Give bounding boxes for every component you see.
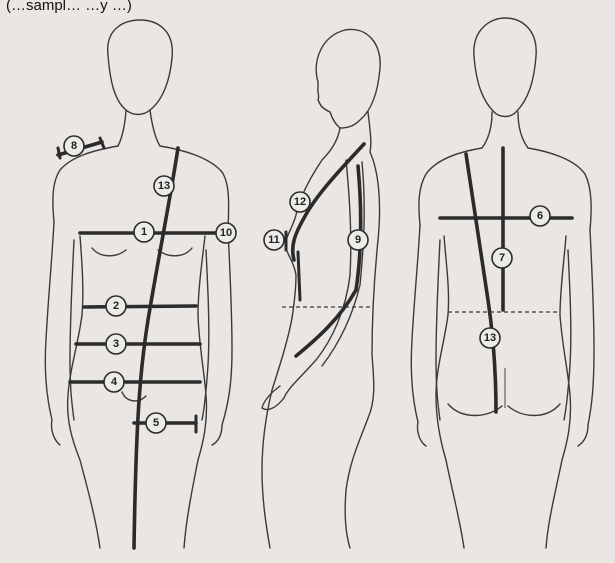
- waist-line-2: [84, 306, 196, 307]
- marker-4: 4: [104, 372, 124, 392]
- marker-11: 11: [264, 230, 284, 250]
- svg-text:9: 9: [355, 234, 361, 246]
- marker-6: 6: [530, 206, 550, 226]
- marker-3: 3: [106, 334, 126, 354]
- svg-text:2: 2: [113, 300, 119, 312]
- marker-5: 5: [146, 413, 166, 433]
- svg-text:8: 8: [71, 140, 77, 152]
- svg-text:13: 13: [158, 180, 170, 192]
- marker-9: 9: [348, 230, 368, 250]
- marker-8: 8: [64, 136, 84, 156]
- svg-text:7: 7: [499, 252, 505, 264]
- svg-text:3: 3: [113, 338, 119, 350]
- svg-text:6: 6: [537, 210, 543, 222]
- marker-13-front: 13: [154, 176, 174, 196]
- header-fragment: (…sampl… …y …): [6, 0, 132, 14]
- svg-text:11: 11: [268, 234, 280, 246]
- svg-text:13: 13: [484, 332, 496, 344]
- svg-text:12: 12: [294, 196, 306, 208]
- marker-12: 12: [290, 192, 310, 212]
- marker-10: 10: [216, 223, 236, 243]
- marker-1: 1: [134, 222, 154, 242]
- marker-7: 7: [492, 248, 512, 268]
- svg-text:5: 5: [153, 417, 159, 429]
- svg-text:10: 10: [220, 227, 232, 239]
- marker-2: 2: [106, 296, 126, 316]
- marker-13-back: 13: [480, 328, 500, 348]
- svg-text:4: 4: [111, 376, 118, 388]
- svg-text:1: 1: [141, 226, 147, 238]
